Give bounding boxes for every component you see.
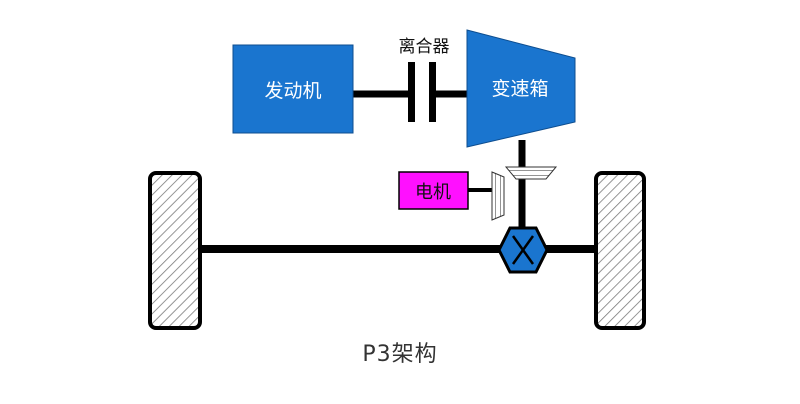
clutch-plate-right [429,62,436,122]
engine-block [232,44,354,134]
clutch-label: 离合器 [399,37,450,57]
motor-block [398,171,469,210]
gearbox-block [466,29,576,148]
bevel-gear-horizontal [504,166,558,180]
diagram-caption: P3架构 [362,342,438,367]
right-wheel [594,171,646,330]
gearbox-label: 变速箱 [491,78,548,100]
motor-label: 电机 [415,182,451,203]
engine-label: 发动机 [264,80,321,102]
clutch-plate-left [408,62,415,122]
bevel-gear-vertical [491,171,505,221]
differential-x-mark-2 [511,235,535,265]
left-wheel [148,171,202,330]
